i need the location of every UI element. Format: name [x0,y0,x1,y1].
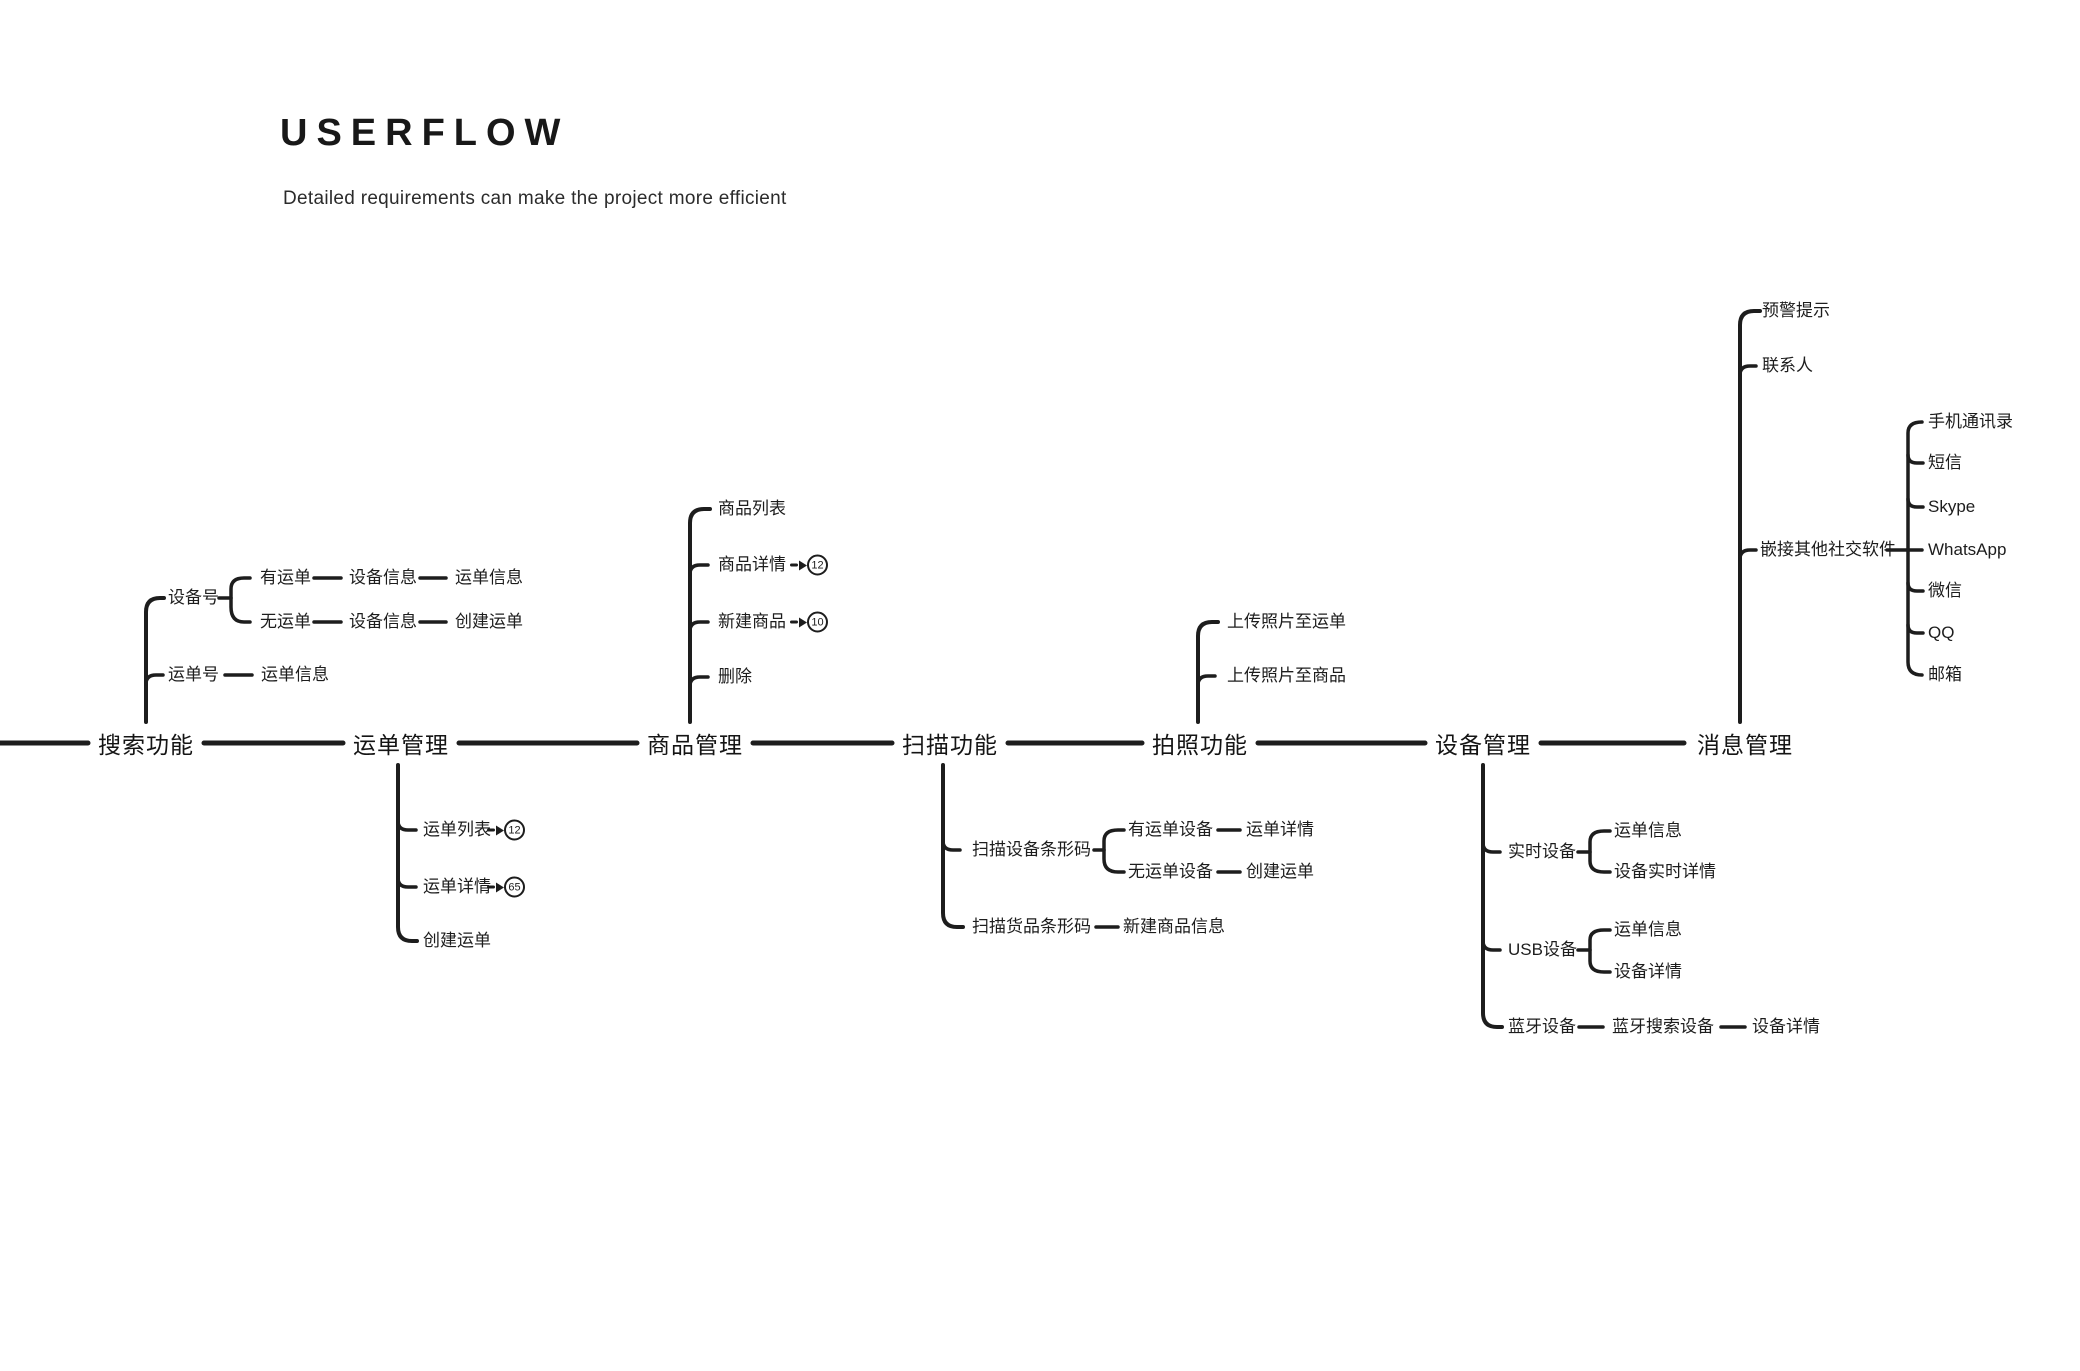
sibling-dashes [223,548,1924,1029]
node-waybill-detail: 运单详情 [423,876,491,896]
waybill-list-badge: 12 [487,819,525,841]
node-device-detail: 设备详情 [1614,961,1682,981]
main-node-scan: 扫描功能 [896,724,1004,762]
node-usb-device: USB设备 [1508,939,1577,959]
badge-dash [790,563,798,567]
node-waybill-create: 创建运单 [423,930,491,950]
node-realtime-device: 实时设备 [1508,841,1576,861]
badge-dash [487,885,495,889]
product-detail-badge: 12 [790,554,828,576]
node-product-delete: 删除 [718,666,752,686]
badge-count: 12 [504,819,525,841]
node-bluetooth-device: 蓝牙设备 [1508,1016,1576,1036]
branch-trunks [144,309,1762,1029]
social-apps-trunk [1906,420,1925,677]
node-has-waybill: 有运单 [260,567,311,587]
badge-dash [487,828,495,832]
main-node-message-mgmt: 消息管理 [1691,724,1799,762]
node-device-info: 设备信息 [349,567,417,587]
node-phone-contacts: 手机通讯录 [1928,411,2013,431]
node-qq: QQ [1928,622,1955,642]
node-waybill-detail: 运单详情 [1246,819,1314,839]
main-node-device-mgmt: 设备管理 [1429,724,1537,762]
main-node-search: 搜索功能 [92,724,200,762]
node-wechat: 微信 [1928,580,1962,600]
product-create-badge: 10 [790,611,828,633]
page-title: USERFLOW [280,112,570,154]
node-waybill-info: 运单信息 [1614,820,1682,840]
waybill-detail-badge: 65 [487,876,525,898]
node-email: 邮箱 [1928,664,1962,684]
node-social-embed: 嵌接其他社交软件 [1760,539,1896,559]
node-upload-photo-waybill: 上传照片至运单 [1227,611,1346,631]
node-sms: 短信 [1928,452,1962,472]
node-contacts: 联系人 [1762,355,1813,375]
node-waybill-info: 运单信息 [455,567,523,587]
node-skype: Skype [1928,496,1976,516]
badge-dash [790,620,798,624]
badge-arrow-icon [799,617,807,627]
main-node-product-mgmt: 商品管理 [641,724,749,762]
node-product-list: 商品列表 [718,498,786,518]
badge-count: 12 [807,554,828,576]
node-whatsapp: WhatsApp [1928,539,2007,559]
badge-count: 10 [807,611,828,633]
node-alert-notice: 预警提示 [1762,300,1830,320]
main-node-photo: 拍照功能 [1146,724,1254,762]
node-waybill-info: 运单信息 [1614,919,1682,939]
node-device-no-waybill: 无运单设备 [1128,861,1213,881]
badge-arrow-icon [799,560,807,570]
node-scan-device-barcode: 扫描设备条形码 [972,839,1091,859]
node-device-with-waybill: 有运单设备 [1128,819,1213,839]
branch-elbows [144,364,1758,952]
node-product-create: 新建商品 [718,611,786,631]
node-scan-goods-barcode: 扫描货品条形码 [972,916,1091,936]
node-waybill-info: 运单信息 [261,664,329,684]
node-product-detail: 商品详情 [718,554,786,574]
node-device-realtime-detail: 设备实时详情 [1614,861,1716,881]
main-node-waybill-mgmt: 运单管理 [347,724,455,762]
node-device-detail: 设备详情 [1752,1016,1820,1036]
split-brackets [217,576,1612,974]
node-waybill-no: 运单号 [168,664,219,684]
node-upload-photo-product: 上传照片至商品 [1227,665,1346,685]
badge-count: 65 [504,876,525,898]
node-device-no: 设备号 [168,587,219,607]
node-bluetooth-search: 蓝牙搜索设备 [1612,1016,1714,1036]
badge-arrow-icon [496,825,504,835]
node-waybill-list: 运单列表 [423,819,491,839]
badge-arrow-icon [496,882,504,892]
node-new-product-info: 新建商品信息 [1123,916,1225,936]
node-create-waybill: 创建运单 [455,611,523,631]
page-subtitle: Detailed requirements can make the proje… [283,188,787,209]
node-device-info: 设备信息 [349,611,417,631]
node-no-waybill: 无运单 [260,611,311,631]
node-create-waybill: 创建运单 [1246,861,1314,881]
